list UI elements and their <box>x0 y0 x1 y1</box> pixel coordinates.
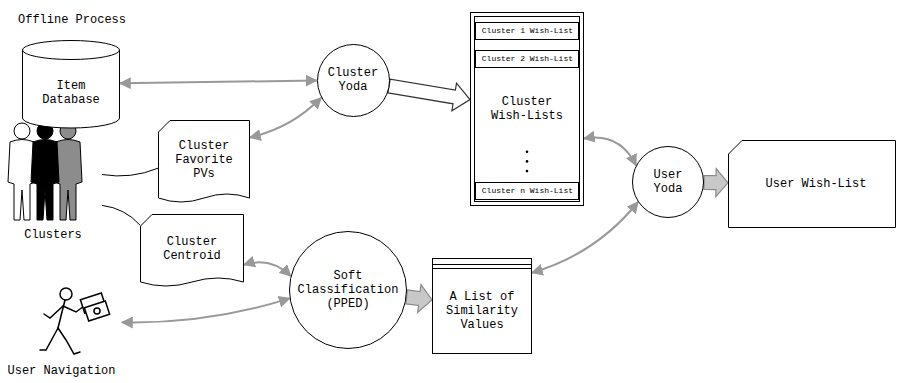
outline <box>476 51 579 68</box>
node-label: Cluster Centroid <box>157 235 227 263</box>
list-box-outline <box>432 258 532 354</box>
node-label: Clusters <box>24 228 82 242</box>
user-figure: User Navigation <box>1 282 122 380</box>
process-circle: User Yoda <box>632 146 704 218</box>
member-line <box>102 205 140 225</box>
header-rule <box>432 268 532 269</box>
database-cylinder: Item Database <box>22 40 120 128</box>
text-holder: A List of Similarity Values <box>432 258 532 354</box>
node-label: Cluster Favorite PVs <box>169 139 239 181</box>
walking-user-icon <box>40 288 110 354</box>
outline <box>471 13 584 206</box>
text-holder: Cluster Wish-Lists <box>470 12 584 206</box>
node-label: User Navigation <box>7 364 115 378</box>
output-shape: User Wish-List <box>728 140 896 228</box>
outline <box>729 141 896 228</box>
block-arrow <box>388 79 470 111</box>
text-holder: Cluster 1 Wish-List <box>475 22 579 40</box>
node-label: User Yoda <box>648 168 688 196</box>
flow-arrow <box>244 262 291 276</box>
store-box-outline <box>470 12 584 206</box>
outline <box>23 41 120 60</box>
outline <box>475 17 580 202</box>
node-label: User Wish-List <box>766 177 867 191</box>
text-holder: Cluster Yoda <box>317 44 390 117</box>
list-box: A List of Similarity Values <box>432 258 532 354</box>
text-holder: Cluster Centroid <box>140 214 244 290</box>
text-holder: User Wish-List <box>728 140 896 228</box>
list-entry-box-outline <box>475 50 579 68</box>
document-shape-outline <box>140 214 244 290</box>
ellipsis-dot <box>526 160 529 163</box>
process-circle-outline <box>632 146 704 218</box>
clusters-figure: Clusters <box>4 116 102 244</box>
document-shape: Cluster Centroid <box>140 214 244 290</box>
node-label: Cluster 1 Wish-List <box>482 26 573 35</box>
store-box: Cluster Wish-Lists Cluster 1 Wish-ListClu… <box>470 12 584 206</box>
block-arrow <box>704 169 728 197</box>
document-shape: Cluster Favorite PVs <box>158 120 250 206</box>
region-title: Offline Process <box>18 13 126 27</box>
outline <box>141 215 244 287</box>
text-holder: User Yoda <box>632 146 704 218</box>
outline <box>633 147 704 218</box>
outline <box>317 44 389 116</box>
outline <box>159 121 250 203</box>
node-label: Soft Classification (PPED) <box>296 269 400 311</box>
text-holder: Cluster 2 Wish-List <box>475 50 579 68</box>
flow-arrow <box>584 138 636 166</box>
list-entry-box-outline <box>475 182 579 200</box>
outline <box>290 232 407 349</box>
member-line <box>102 168 158 176</box>
text-holder: User Navigation <box>1 282 122 380</box>
node-label: Cluster Yoda <box>324 66 382 94</box>
offline-band: Offline ProcessItem Database Cluster Yoda… <box>8 8 590 210</box>
node-label: Item Database <box>36 79 106 107</box>
flow-arrow <box>120 81 317 84</box>
ellipsis-dot <box>526 170 529 173</box>
node-label: Cluster Wish-Lists <box>487 95 567 123</box>
text-holder: Item Database <box>22 40 120 128</box>
list-entry-box-outline <box>475 22 579 40</box>
text-holder: Soft Classification (PPED) <box>289 231 407 349</box>
list-entry-box: Cluster n Wish-List <box>475 182 579 200</box>
node-label: Cluster 2 Wish-List <box>482 54 573 63</box>
outline <box>433 259 532 354</box>
text-holder: Cluster Favorite PVs <box>158 120 250 206</box>
process-circle: Soft Classification (PPED) <box>289 231 407 349</box>
list-entry-box: Cluster 1 Wish-List <box>475 22 579 40</box>
node-label: A List of Similarity Values <box>440 290 524 332</box>
database-cylinder-outline <box>22 40 120 128</box>
document-shape-outline <box>158 120 250 206</box>
outline <box>476 183 579 200</box>
flow-arrow <box>122 298 290 322</box>
ellipsis-dot <box>526 150 529 153</box>
node-label: Cluster n Wish-List <box>482 186 573 195</box>
text-holder: Clusters <box>4 116 102 244</box>
process-circle: Cluster Yoda <box>317 44 390 117</box>
block-arrow <box>406 285 432 313</box>
person-icon <box>31 123 59 220</box>
text-holder: Cluster n Wish-List <box>475 182 579 200</box>
flow-arrow <box>250 98 321 138</box>
process-circle-outline <box>317 44 390 117</box>
output-shape-outline <box>728 140 896 228</box>
band-fill <box>8 8 590 210</box>
list-entry-box: Cluster 2 Wish-List <box>475 50 579 68</box>
outline <box>23 50 120 128</box>
outline <box>476 23 579 40</box>
process-circle-outline <box>289 231 407 349</box>
flow-arrow <box>532 202 638 273</box>
header-rule <box>432 264 532 265</box>
